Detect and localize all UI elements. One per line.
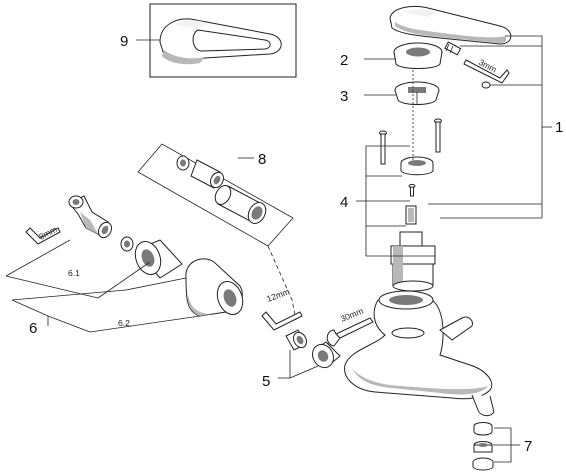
lever-handle-loop <box>159 18 282 65</box>
escutcheon-adapter <box>134 239 183 279</box>
callout-3: 3 <box>340 88 348 105</box>
callout-5: 5 <box>262 373 270 390</box>
connection-nipple <box>285 329 307 351</box>
hex-key-8mm <box>25 227 61 245</box>
adapter <box>394 81 440 105</box>
small-screw <box>408 183 416 197</box>
hex-key-3mm <box>463 59 510 84</box>
part-9-box <box>149 3 297 78</box>
callout-9: 9 <box>120 33 128 50</box>
escutcheon-cover <box>185 258 244 317</box>
wrench-30mm <box>326 317 374 347</box>
callout-2: 2 <box>340 52 348 69</box>
lock-nut <box>400 156 434 176</box>
fixing-screw-left <box>379 130 387 165</box>
label-12mm: 12mm <box>265 286 291 303</box>
callout-4: 4 <box>340 194 348 211</box>
cartridge <box>390 231 436 292</box>
spindle-insert <box>405 205 417 225</box>
aerator-insert <box>473 441 493 453</box>
aerator-ring <box>472 457 494 471</box>
mixer-body <box>344 290 495 417</box>
aerator-housing <box>473 422 493 436</box>
callout-8: 8 <box>258 151 266 168</box>
part-8-panel <box>137 143 294 247</box>
lever-handle <box>389 5 512 45</box>
union-nut <box>312 341 341 369</box>
s-union <box>68 195 112 239</box>
label-6-2: 6.2 <box>118 318 130 328</box>
extension-sleeve <box>214 185 267 224</box>
callout-7: 7 <box>524 438 532 455</box>
grub-screw <box>444 41 462 56</box>
extension-nipple <box>190 159 224 189</box>
label-6-1: 6.1 <box>68 268 80 278</box>
cap-plug <box>481 81 491 89</box>
hex-key-12mm <box>261 311 303 331</box>
label-30mm: 30mm <box>339 306 365 324</box>
callout-6: 6 <box>29 320 37 337</box>
callout-1: 1 <box>555 119 563 136</box>
fixing-screw-right <box>434 118 442 153</box>
union-washer <box>120 236 134 252</box>
cover-cap <box>393 42 443 69</box>
extension-washer <box>176 155 190 171</box>
